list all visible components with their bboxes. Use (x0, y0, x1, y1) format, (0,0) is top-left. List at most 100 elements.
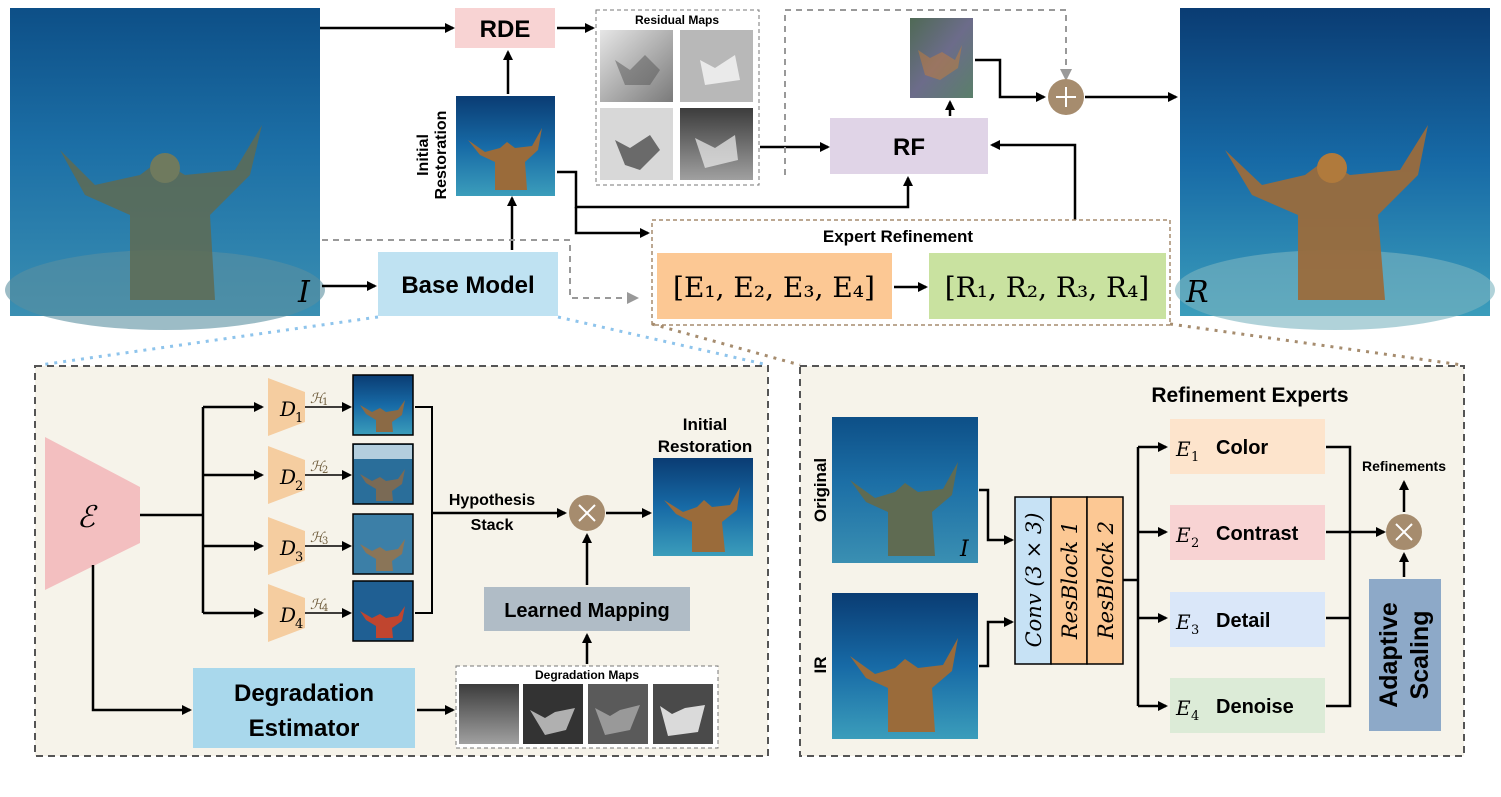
arrow-initial-to-expert (574, 207, 650, 238)
refinements-vector: [R₁, R₂, R₃, R₄] (945, 271, 1149, 304)
learned-mapping-label: Learned Mapping (504, 600, 670, 622)
initial-restoration-line1: Initial (683, 415, 727, 434)
conv-label: Conv (3 × 3) (1022, 513, 1046, 648)
expert-3-name: Detail (1216, 610, 1270, 632)
encoder-shape (45, 437, 140, 590)
expert-3-sub: 3 (1191, 623, 1199, 638)
base-model-box (378, 252, 558, 316)
arrow-expert-to-rf (990, 140, 1077, 220)
expert-row-3: E 3 Detail (1138, 592, 1325, 647)
adaptive-scaling-box (1369, 579, 1441, 731)
resblock1-label: ResBlock 1 (1058, 521, 1082, 640)
hypothesis-bracket (415, 406, 433, 614)
learned-mapping-box (484, 587, 690, 631)
dashed-skip-connection (784, 9, 1072, 175)
expert-1-symbol: E (1175, 437, 1191, 461)
decoder-row-4: D 4 ℋ 4 (203, 580, 414, 642)
degradation-estimator-line1: Degradation (234, 680, 374, 707)
rf-box (830, 118, 988, 174)
experts-merge-line (1326, 445, 1352, 708)
original-input-symbol: I (959, 537, 970, 562)
adaptive-scaling-line1: Adaptive (1375, 602, 1403, 708)
expert-row-4: E 4 Denoise (1138, 678, 1325, 733)
arrow-original-to-conv (979, 488, 1014, 545)
expert-row-1: E 1 Color (1138, 419, 1325, 474)
arrow-encoder-to-estimator (91, 565, 192, 715)
expert-detail-box (1170, 592, 1325, 647)
arrow-ir-to-conv (979, 617, 1014, 668)
ir-image (832, 593, 978, 739)
residual-map-thumbnails (600, 30, 753, 180)
decoder-4-sub: 4 (295, 617, 303, 632)
hypothesis-stack-line2: Stack (471, 517, 514, 534)
zoom-line-left-1 (39, 315, 379, 367)
residual-maps-title: Residual Maps (635, 13, 719, 27)
initial-restoration-output-image (653, 458, 753, 556)
input-image (5, 8, 325, 330)
rde-box (455, 8, 555, 48)
zoom-line-right-2 (1169, 322, 1463, 367)
hypothesis-3-symbol: ℋ (310, 530, 326, 546)
decoder-3-symbol: D (279, 536, 296, 560)
decoder-3-sub: 3 (295, 550, 303, 565)
decoder-2-sub: 2 (295, 479, 303, 494)
refinement-experts-title: Refinement Experts (1151, 384, 1348, 407)
decoder-row-1: D 1 ℋ 1 (203, 374, 414, 436)
expert-1-sub: 1 (1191, 450, 1199, 465)
hypothesis-1-symbol: ℋ (310, 391, 326, 407)
rf-output-image (910, 18, 973, 98)
hypothesis-2-sub: 2 (322, 465, 328, 476)
hypothesis-2-symbol: ℋ (310, 459, 326, 475)
resblock-1 (1050, 496, 1088, 665)
expert-1-name: Color (1216, 437, 1268, 459)
plus-icon (1056, 87, 1076, 107)
expert-3-symbol: E (1175, 610, 1191, 634)
expert-4-name: Denoise (1216, 696, 1294, 718)
hypothesis-stack-line1: Hypothesis (449, 492, 535, 509)
hypothesis-4-sub: 4 (322, 603, 328, 614)
experts-vector-box (657, 253, 892, 319)
expert-denoise-box (1170, 678, 1325, 733)
expert-contrast-box (1170, 505, 1325, 560)
decoder-4-symbol: D (279, 603, 296, 627)
output-label: R (1185, 275, 1209, 310)
arrow-map-to-plus (975, 58, 1046, 102)
multiply-icon-experts (1395, 523, 1413, 541)
expert-4-symbol: E (1175, 696, 1191, 720)
expert-2-name: Contrast (1216, 523, 1299, 545)
resblock2-label: ResBlock 2 (1094, 521, 1118, 640)
encoder-symbol: ℰ (77, 500, 98, 535)
original-label: Original (811, 458, 830, 522)
expert-2-sub: 2 (1191, 536, 1199, 551)
expert-row-2: E 2 Contrast (1138, 505, 1325, 560)
hypothesis-4-symbol: ℋ (310, 597, 326, 613)
rf-label: RF (893, 134, 925, 161)
zoom-line-right-1 (651, 322, 801, 367)
initial-restoration-image (456, 96, 555, 196)
base-model-label: Base Model (401, 272, 534, 299)
adaptive-scaling-line2: Scaling (1406, 611, 1434, 700)
refinements-vector-box (929, 253, 1166, 319)
hypothesis-3-sub: 3 (322, 536, 328, 547)
decoder-1-sub: 1 (295, 411, 303, 426)
original-image (832, 417, 978, 563)
decoder-row-2: D 2 ℋ 2 (203, 443, 414, 505)
expert-2-symbol: E (1175, 523, 1191, 547)
expert-color-box (1170, 419, 1325, 474)
output-image (1175, 8, 1495, 330)
expert-refinement-title: Expert Refinement (823, 227, 974, 246)
initial-restoration-line2: Restoration (658, 437, 752, 456)
refinements-label: Refinements (1362, 458, 1446, 474)
decoder-1-symbol: D (279, 397, 296, 421)
degradation-maps-title: Degradation Maps (535, 668, 639, 682)
input-label: I (297, 275, 311, 310)
dashed-base-to-expert (322, 239, 639, 304)
degradation-map-thumbnails (459, 684, 713, 744)
ir-label: IR (811, 657, 830, 674)
multiply-icon-base (578, 504, 596, 522)
initial-restoration-vertical-1: Initial (415, 134, 432, 176)
degradation-estimator-box (193, 668, 415, 748)
expert-4-sub: 4 (1191, 709, 1199, 724)
degradation-estimator-line2: Estimator (249, 715, 360, 742)
initial-restoration-vertical-2: Restoration (433, 111, 450, 200)
